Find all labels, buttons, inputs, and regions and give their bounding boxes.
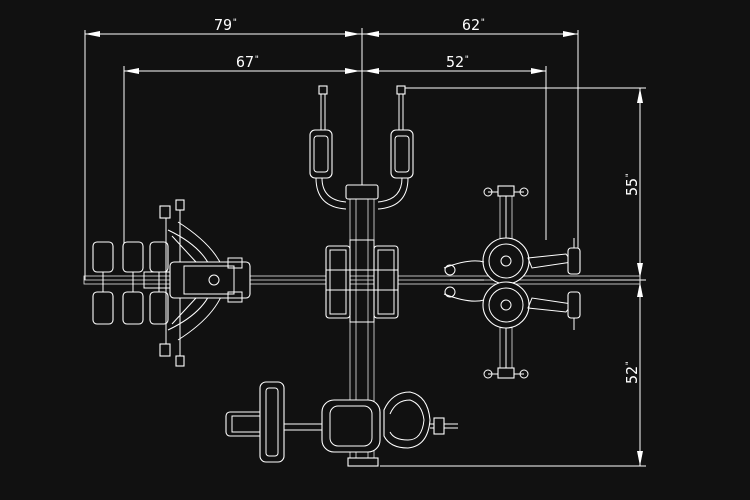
dim-second-right: 52" xyxy=(446,53,469,71)
dim-right-upper: 55" xyxy=(623,173,641,196)
left-leg-station xyxy=(92,199,251,367)
bottom-bench xyxy=(225,381,458,467)
main-horizontal-beam xyxy=(83,275,641,285)
dim-right-lower: 52" xyxy=(623,361,641,384)
dimension-lines xyxy=(84,28,646,467)
machine-outline xyxy=(83,85,641,467)
top-handles xyxy=(309,85,414,210)
dimension-labels: 79" 62" 67" 52" 55" 52" xyxy=(214,16,641,384)
center-weight-stack xyxy=(325,239,399,323)
dim-top-left: 79" xyxy=(214,16,237,34)
dim-top-right: 62" xyxy=(462,16,485,34)
right-cable-station xyxy=(443,185,581,379)
dim-second-left: 67" xyxy=(236,53,259,71)
